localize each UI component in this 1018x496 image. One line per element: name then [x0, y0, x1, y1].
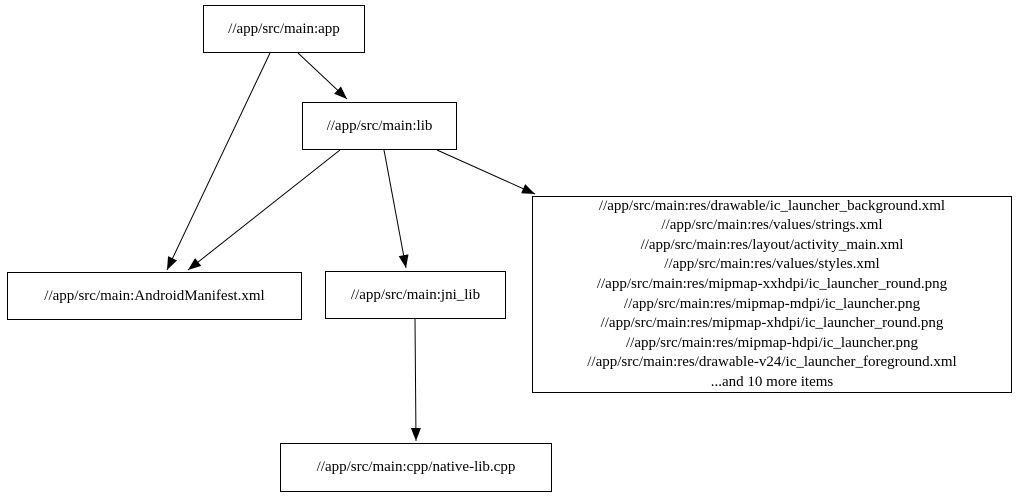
res-file-line: //app/src/main:res/values/strings.xml	[661, 217, 883, 234]
node-label-jni-lib: //app/src/main:jni_lib	[350, 286, 481, 303]
graph-node-jni-lib: //app/src/main:jni_lib	[325, 271, 506, 319]
node-label-app: //app/src/main:app	[228, 20, 340, 37]
graph-node-res-files: //app/src/main:res/drawable/ic_launcher_…	[532, 196, 1012, 393]
res-file-line: //app/src/main:res/drawable/ic_launcher_…	[598, 197, 946, 214]
res-file-line: //app/src/main:res/drawable-v24/ic_launc…	[587, 354, 957, 371]
graph-node-app: //app/src/main:app	[203, 5, 365, 53]
edge-app-to-android-manifest	[166, 52, 271, 271]
graph-node-native-lib-cpp: //app/src/main:cpp/native-lib.cpp	[280, 443, 552, 492]
edge-lib-to-android-manifest	[187, 149, 341, 271]
res-file-line: //app/src/main:res/mipmap-hdpi/ic_launch…	[625, 334, 918, 351]
res-file-line: //app/src/main:res/mipmap-xxhdpi/ic_laun…	[596, 275, 948, 292]
res-file-line: //app/src/main:res/layout/activity_main.…	[640, 236, 904, 253]
edge-lib-to-jni-lib	[383, 149, 409, 269]
edge-app-to-lib	[297, 52, 348, 100]
res-file-line: //app/src/main:res/mipmap-mdpi/ic_launch…	[623, 295, 921, 312]
edge-lib-to-res-files	[436, 149, 536, 195]
edge-jni-lib-to-native-lib	[410, 318, 421, 442]
res-file-more-items: ...and 10 more items	[710, 373, 834, 390]
res-file-line: //app/src/main:res/values/styles.xml	[664, 256, 880, 273]
node-label-native-lib-cpp: //app/src/main:cpp/native-lib.cpp	[316, 459, 516, 475]
node-label-lib: //app/src/main:lib	[326, 117, 433, 134]
graph-node-android-manifest: //app/src/main:AndroidManifest.xml	[7, 272, 302, 320]
graph-node-lib: //app/src/main:lib	[302, 102, 457, 150]
res-file-line: //app/src/main:res/mipmap-xhdpi/ic_launc…	[600, 315, 944, 332]
node-label-android-manifest: //app/src/main:AndroidManifest.xml	[44, 287, 265, 304]
